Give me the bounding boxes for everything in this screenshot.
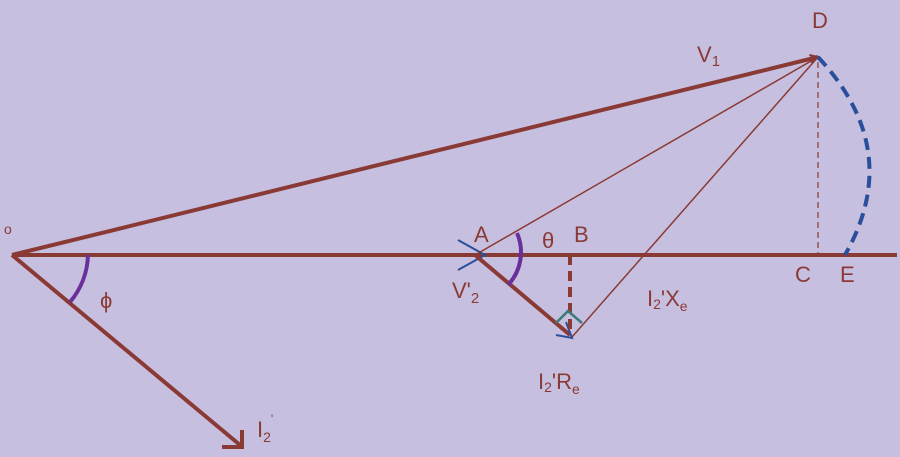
i2xe-label: I2'Xe bbox=[647, 286, 688, 314]
i2-arrowhead bbox=[222, 430, 244, 449]
point-d-label: D bbox=[812, 8, 828, 33]
theta-label: θ bbox=[542, 228, 554, 253]
i2-current-phasor-arrow bbox=[10, 253, 242, 447]
point-o-label: o bbox=[4, 221, 12, 237]
i2-label: I2' bbox=[257, 412, 273, 445]
i2re-label: I2'Re bbox=[538, 369, 580, 397]
theta-angle-arc bbox=[506, 232, 523, 287]
phi-label: ϕ bbox=[100, 288, 112, 313]
d-to-e-voltage-arc bbox=[816, 55, 872, 256]
v1-label: V1 bbox=[697, 42, 720, 70]
i2xe-drop-phasor-line bbox=[571, 56, 819, 338]
phi-angle-arc bbox=[68, 254, 90, 304]
point-c-label: C bbox=[795, 262, 811, 287]
v1-phasor-arrow bbox=[11, 57, 818, 257]
point-e-label: E bbox=[840, 262, 855, 287]
point-a-label: A bbox=[474, 222, 489, 247]
a-to-d-line bbox=[474, 56, 819, 256]
point-b-label: B bbox=[574, 222, 589, 247]
i2re-drop-phasor-arrow bbox=[473, 253, 572, 337]
right-angle-mark bbox=[555, 309, 583, 324]
v2-label: V'2 bbox=[452, 278, 479, 307]
v2-arrowhead bbox=[457, 239, 488, 271]
